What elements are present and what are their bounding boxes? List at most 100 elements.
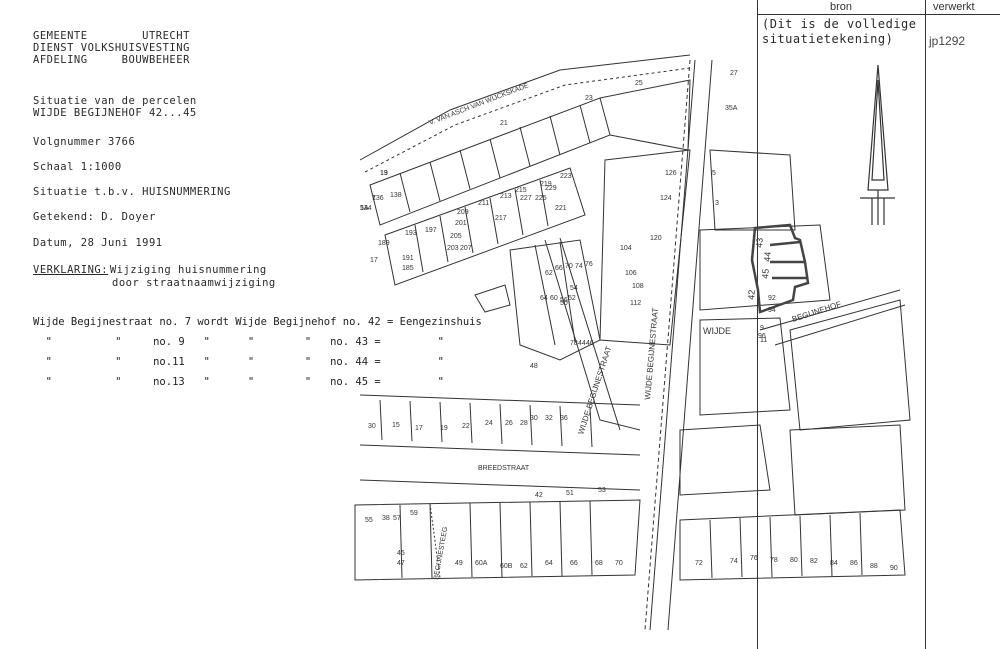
- parcel-number: 68: [595, 560, 603, 567]
- parcel-number: 78: [770, 557, 778, 564]
- parcel-number: 112: [630, 300, 641, 307]
- parcel-number: 86: [850, 560, 858, 567]
- parcel-number: 11: [760, 337, 767, 344]
- parcel-number: 66: [555, 265, 563, 272]
- parcel-number: 92: [768, 295, 776, 302]
- parcel-number: 76: [585, 261, 593, 268]
- verwerkt-column-divider: [925, 0, 926, 649]
- street-wijde-begijnestraat: WIJDE BEGIJNESTRAAT: [643, 307, 660, 400]
- parcel-number: 191: [402, 255, 414, 262]
- parcel-number: 32: [545, 415, 553, 422]
- renumber-row: " " no.11 " " " no. 44 = ": [33, 356, 444, 368]
- parcel-number: 17: [415, 425, 423, 432]
- parcel-number: 60B: [500, 563, 513, 570]
- parcel-number: 22: [462, 423, 470, 430]
- verklaring-text2: door straatnaamwijziging: [112, 277, 276, 289]
- parcel-number: 197: [425, 227, 437, 234]
- parcel-number: 76: [750, 555, 758, 562]
- parcel-number: 223: [560, 173, 572, 180]
- bron-label: bron: [830, 1, 853, 13]
- situatie-title2: WIJDE BEGIJNEHOF 42...45: [33, 107, 197, 119]
- street-van-asch: V. VAN ASCH VAN WIJCKSKADE: [428, 82, 530, 127]
- verwerkt-code: jp1292: [929, 34, 966, 48]
- street-breedstraat: BREEDSTRAAT: [478, 465, 530, 472]
- situatie-title1: Situatie van de percelen: [33, 95, 197, 107]
- parcel-number: 203: [447, 245, 459, 252]
- parcel-number: 42: [535, 492, 543, 499]
- parcel-number: 36: [560, 415, 568, 422]
- bron-note-line1: (Dit is de volledige: [762, 17, 917, 31]
- parcel-number: 134: [360, 205, 372, 212]
- parcel-number: 53: [598, 487, 606, 494]
- situatie-tbv: Situatie t.b.v. HUISNUMMERING: [33, 186, 231, 198]
- parcel-number: 52: [568, 295, 576, 302]
- parcel-number: 59: [410, 510, 418, 517]
- parcel-number: 74: [730, 558, 738, 565]
- north-arrow: [860, 64, 895, 225]
- parcel-43: 45: [760, 268, 771, 279]
- parcel-number: 26: [505, 420, 513, 427]
- renumber-row: " " no.13 " " " no. 45 = ": [33, 376, 444, 388]
- parcel-number: 62: [520, 563, 528, 570]
- parcel-45: 43: [754, 237, 765, 248]
- renumber-row: " " no. 9 " " " no. 43 = ": [33, 336, 444, 348]
- parcel-number: 50: [560, 300, 568, 307]
- verwerkt-label: verwerkt: [933, 1, 975, 13]
- parcel-number: 44: [578, 340, 586, 347]
- parcel-number: 225: [535, 195, 547, 202]
- parcel-number: 56: [560, 297, 568, 304]
- parcel-number: 5A: [360, 205, 369, 212]
- parcel-number: 124: [660, 195, 672, 202]
- parcel-number: 96: [758, 333, 766, 340]
- parcel-number: 19: [440, 425, 448, 432]
- datum: Datum, 28 Juni 1991: [33, 237, 163, 249]
- parcel-number: 108: [632, 283, 644, 290]
- parcel-42: 42: [746, 289, 757, 300]
- org-line1: GEMEENTE UTRECHT: [33, 30, 190, 42]
- parcel-number: 60: [550, 295, 558, 302]
- parcel-number: 193: [405, 230, 417, 237]
- parcel-number: 213: [500, 193, 512, 200]
- bron-note-line2: situatietekening): [762, 32, 894, 46]
- parcel-number: 185: [402, 265, 414, 272]
- parcel-number: 90: [890, 565, 898, 572]
- parcel-number: 80: [790, 557, 798, 564]
- schaal: Schaal 1:1000: [33, 161, 122, 173]
- getekend: Getekend: D. Doyer: [33, 211, 156, 223]
- parcel-number: 207: [460, 245, 472, 252]
- parcel-number: 120: [650, 235, 662, 242]
- parcel-number: 219: [540, 181, 552, 188]
- parcel-number: 70: [565, 263, 573, 270]
- parcel-number: 35A: [725, 105, 738, 112]
- bron-column-divider: [757, 0, 758, 649]
- header-rule: [757, 14, 1000, 15]
- parcel-number: 84: [830, 560, 838, 567]
- parcel-number: 55: [365, 517, 373, 524]
- parcel-number: 49: [455, 560, 463, 567]
- parcel-number: 51: [566, 490, 574, 497]
- parcel-number: 215: [515, 187, 527, 194]
- parcel-number: 27: [730, 70, 738, 77]
- parcel-number: 205: [450, 233, 462, 240]
- parcel-number: 62: [545, 270, 553, 277]
- parcel-number: 221: [555, 205, 567, 212]
- parcel-number: 38: [382, 515, 390, 522]
- parcel-number: 78: [570, 340, 578, 347]
- parcel-number: 104: [620, 245, 632, 252]
- parcel-number: 217: [495, 215, 507, 222]
- parcel-number: 106: [625, 270, 637, 277]
- parcel-number: 7: [372, 195, 376, 202]
- parcel-number: 64: [545, 560, 553, 567]
- parcel-number: 57: [393, 515, 401, 522]
- parcel-number: 74: [575, 263, 583, 270]
- org-line2: DIENST VOLKSHUISVESTING: [33, 42, 190, 54]
- parcel-number: 15: [392, 422, 400, 429]
- parcel-number: 136: [372, 195, 384, 202]
- verklaring-text1: Wijziging huisnummering: [103, 264, 267, 276]
- parcel-number: 72: [695, 560, 703, 567]
- parcel-number: 17: [370, 257, 378, 264]
- parcel-number: 45: [397, 550, 405, 557]
- parcel-number: 25: [635, 80, 643, 87]
- renumber-row: Wijde Begijnestraat no. 7 wordt Wijde Be…: [33, 316, 482, 328]
